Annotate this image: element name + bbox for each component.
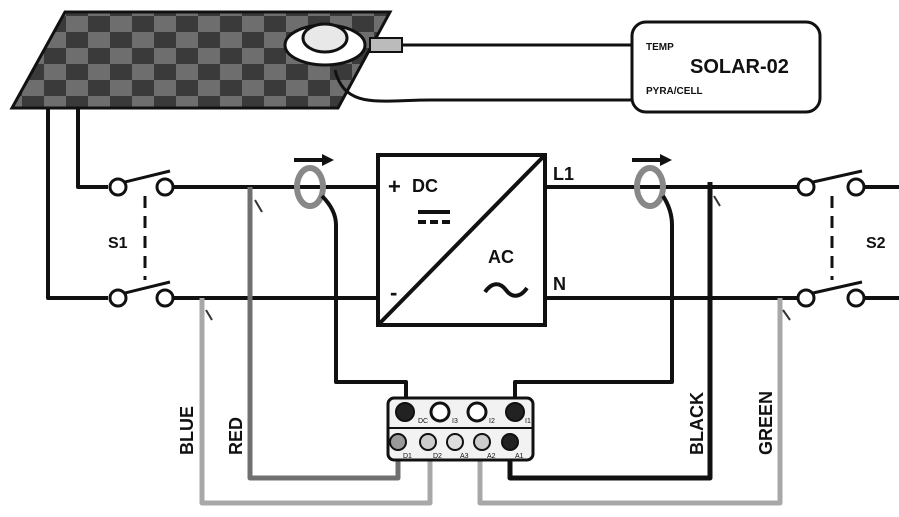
terminal-top-label: I1 [525, 418, 531, 425]
wire-label-red: RED [226, 417, 246, 455]
dc-minus-sign: - [390, 280, 397, 305]
solar-meter: TEMP SOLAR-02 PYRA/CELL [630, 20, 822, 114]
terminal-bottom-label: A2 [487, 453, 496, 460]
pyranometer-icon [283, 22, 403, 67]
switch-s2-label: S2 [866, 235, 886, 252]
meter-pyra-label: PYRA/CELL [646, 86, 703, 97]
tap-marks [205, 195, 791, 321]
wire-label-green: GREEN [756, 391, 776, 455]
terminal-top-label: I2 [489, 418, 495, 425]
meter-name: SOLAR-02 [690, 56, 789, 78]
terminal-block: DC I3 I2 I1 D1 D2 A3 A2 A1 [386, 396, 535, 462]
terminal-bottom-label: A3 [460, 453, 469, 460]
switch-s2: S2 [796, 169, 886, 308]
terminal-bottom-label: D2 [433, 453, 442, 460]
power-wires [46, 108, 899, 300]
terminal-top-label: DC [418, 418, 428, 425]
terminal-top-label: I3 [452, 418, 458, 425]
switch-s1-label: S1 [108, 235, 128, 252]
wire-label-blue: BLUE [177, 406, 197, 455]
inverter-box: + DC - AC [376, 153, 547, 327]
terminal-bottom-label: D1 [403, 453, 412, 460]
line-n-label: N [553, 274, 566, 294]
sensor-wires [333, 43, 632, 103]
dc-label: DC [412, 176, 438, 196]
current-clamp-dc [294, 154, 334, 209]
ac-symbol-icon [483, 282, 529, 298]
meter-temp-label: TEMP [646, 42, 674, 53]
ac-label: AC [488, 247, 514, 267]
switch-s1: S1 [108, 169, 175, 308]
dc-plus-sign: + [388, 174, 401, 199]
wire-label-black: BLACK [687, 392, 707, 455]
terminal-bottom-label: A1 [515, 453, 524, 460]
clamp-wires [320, 194, 674, 408]
current-clamp-ac [632, 154, 672, 209]
dc-symbol-icon [418, 210, 450, 224]
line-l1-label: L1 [553, 164, 574, 184]
